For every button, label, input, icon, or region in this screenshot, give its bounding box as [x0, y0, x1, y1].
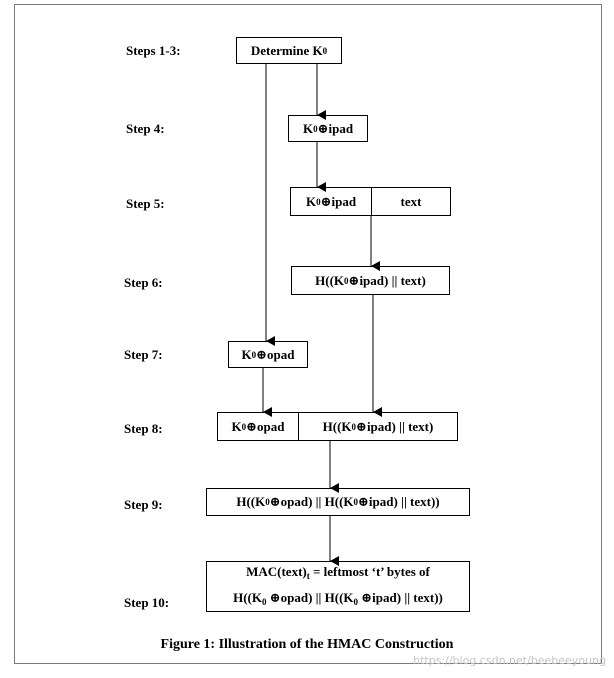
h-outer-mid: ⊕opad) || H((K: [266, 589, 354, 605]
mac-text: MAC(text): [246, 563, 307, 579]
subscript-0: 0: [353, 596, 359, 607]
h-outer-end: ⊕ipad) || text)): [358, 589, 443, 605]
mac-line-2: H((K0 ⊕opad) || H((K0 ⊕ipad) || text)): [233, 587, 443, 613]
subscript-0: 0: [353, 497, 359, 507]
step-label-5: Step 5:: [126, 196, 165, 211]
h-outer-prefix: H((K: [236, 494, 266, 509]
figure-frame: [14, 4, 602, 664]
subscript-0: 0: [265, 497, 270, 507]
k-text: K: [231, 418, 242, 434]
k-text: K: [305, 193, 317, 209]
h-ipad-text: ⊕ipad) || text): [348, 272, 426, 288]
mac-line-1: MAC(text)t = leftmost ‘t’ bytes of: [246, 561, 430, 587]
text-label: text: [400, 193, 422, 209]
h-outer-end: ⊕ipad) || text)): [358, 494, 440, 509]
subscript-0: 0: [241, 421, 247, 432]
subscript-0: 0: [344, 275, 349, 286]
step-label-8: Step 8:: [124, 421, 163, 436]
step-label-4: Step 4:: [126, 121, 165, 136]
h-prefix-text: H((K: [322, 418, 352, 434]
subscript-0: 0: [351, 421, 357, 432]
h-outer-mid: ⊕opad) || H((K: [269, 494, 354, 509]
xor-opad-text: ⊕opad: [256, 346, 295, 362]
text-cell: text: [371, 188, 450, 215]
h-prefix-text: H((K: [315, 272, 345, 288]
step-label-6: Step 6:: [124, 275, 163, 290]
k-text: K: [302, 120, 314, 136]
watermark: https://blog.csdn.net/beebeeyoung: [413, 654, 606, 667]
k-text: K: [241, 346, 252, 362]
determine-k-text: Determine K: [250, 42, 323, 58]
step-label-1-3: Steps 1-3:: [126, 43, 181, 58]
leftmost-text: = leftmost ‘t’ bytes of: [309, 563, 430, 579]
subscript-0: 0: [322, 45, 328, 56]
xor-opad-text: ⊕opad: [246, 418, 285, 434]
step-label-9: Step 9:: [124, 497, 163, 512]
step-label-7: Step 7:: [124, 347, 163, 362]
subscript-0: 0: [313, 123, 318, 134]
subscript-0: 0: [316, 196, 321, 207]
mac-output-box: MAC(text)t = leftmost ‘t’ bytes of H((K0…: [206, 561, 470, 612]
h-ipad-text: ⊕ipad) || text): [356, 418, 434, 434]
subscript-0: 0: [251, 349, 257, 360]
subscript-0: 0: [261, 596, 267, 607]
xor-ipad-text: ⊕ipad: [320, 193, 357, 209]
subscript-t: t: [306, 570, 310, 581]
step-label-10: Step 10:: [124, 595, 170, 610]
xor-ipad-text: ⊕ipad: [317, 120, 354, 136]
figure-caption: Figure 1: Illustration of the HMAC Const…: [160, 637, 454, 652]
h-outer-prefix: H((K: [233, 589, 262, 605]
